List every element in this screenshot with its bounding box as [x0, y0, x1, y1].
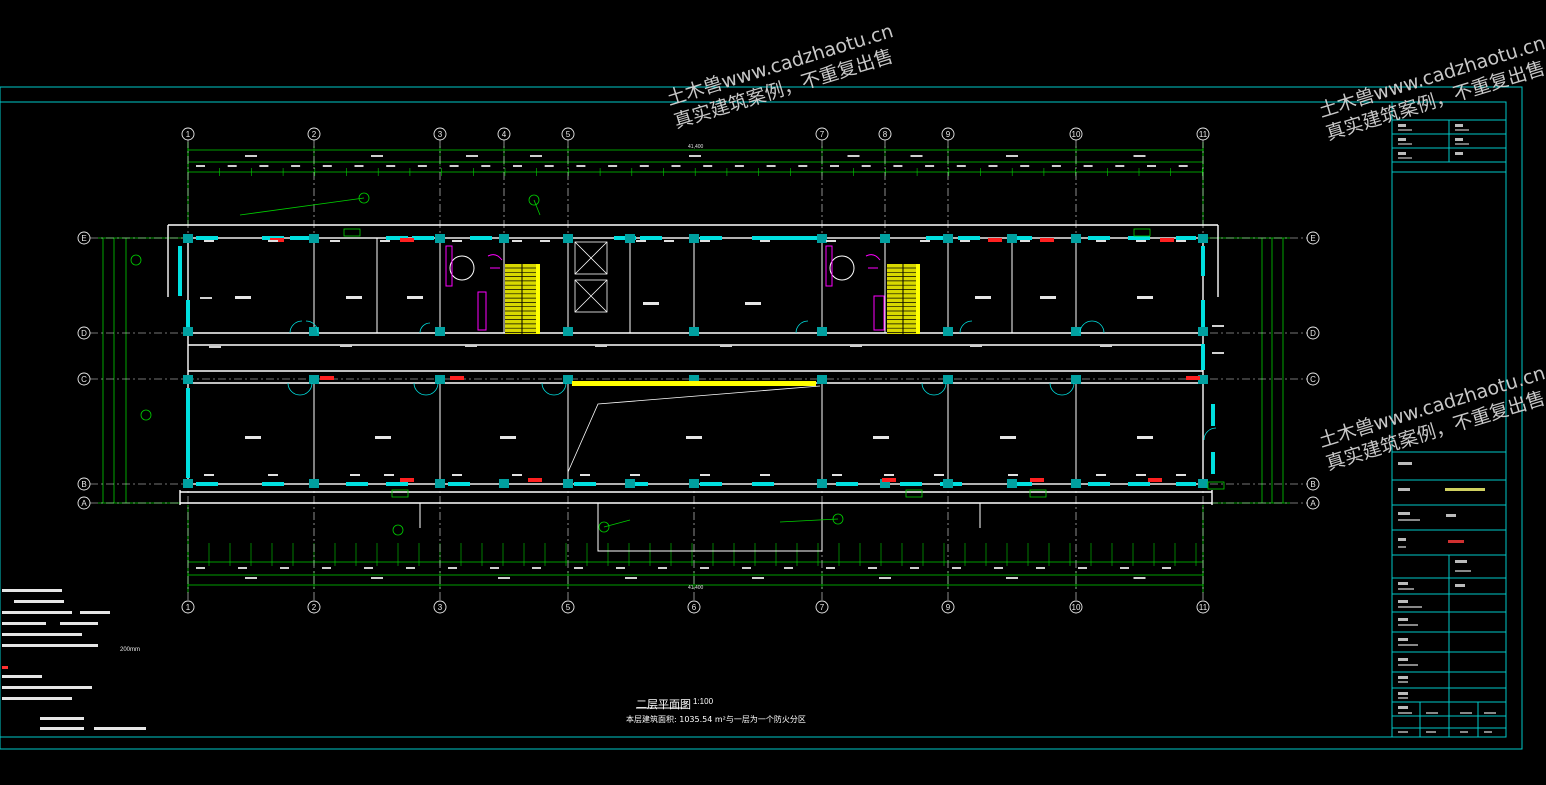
- axis-bubble-label: A: [1310, 499, 1316, 508]
- axis-bubble-label: 2: [312, 603, 317, 612]
- axis-bubble-label: C: [1310, 375, 1316, 384]
- door-swings: [287, 320, 1217, 441]
- top-dimension-ticks: [187, 146, 1204, 176]
- axis-bubble-top: 1: [181, 127, 195, 141]
- axis-bubble-bottom: 5: [561, 600, 575, 614]
- axis-bubble-label: 11: [1199, 603, 1208, 612]
- axis-bubble-top: 11: [1196, 127, 1210, 141]
- bottom-dimensions: [187, 505, 1204, 593]
- axis-bubble-label: 10: [1072, 130, 1081, 139]
- axis-bubble-top: 7: [815, 127, 829, 141]
- axis-bubble-label: C: [81, 375, 87, 384]
- axis-bubble-right: A: [1306, 496, 1320, 510]
- general-notes: [2, 589, 146, 730]
- axis-bubble-left: D: [77, 326, 91, 340]
- axis-bubble-label: 3: [438, 130, 443, 139]
- drawing-title: 二层平面图: [636, 698, 691, 711]
- axis-bubble-left: B: [77, 477, 91, 491]
- staircase-left: [505, 264, 540, 334]
- top-total-dimension: 41,400: [688, 144, 704, 150]
- window-tags: [130, 192, 1225, 536]
- inner-frame: [0, 101, 1507, 738]
- bottom-dimension-ticks: [187, 543, 1204, 589]
- axis-bubble-label: 7: [820, 130, 825, 139]
- axis-bubble-bottom: 9: [941, 600, 955, 614]
- columns: [183, 234, 1208, 488]
- axis-bubble-right: D: [1306, 326, 1320, 340]
- axis-bubble-label: 10: [1072, 603, 1081, 612]
- axis-bubble-top: 10: [1069, 127, 1083, 141]
- axis-bubble-top: 2: [307, 127, 321, 141]
- axis-bubble-label: 2: [312, 130, 317, 139]
- axis-bubble-label: E: [1310, 234, 1315, 243]
- elevator-shafts: [574, 241, 608, 313]
- axis-bubble-bottom: 6: [687, 600, 701, 614]
- axis-bubble-left: A: [77, 496, 91, 510]
- axis-bubble-label: 6: [692, 603, 697, 612]
- axis-bubble-label: 11: [1199, 130, 1208, 139]
- area-note: 本层建筑面积: 1035.54 m²与一层为一个防火分区: [626, 715, 806, 724]
- toilet-fixtures: [445, 245, 885, 331]
- axis-bubble-left: C: [77, 372, 91, 386]
- axis-bubble-top: 8: [878, 127, 892, 141]
- axis-bubble-bottom: 3: [433, 600, 447, 614]
- axis-bubble-bottom: 11: [1196, 600, 1210, 614]
- axis-bubble-top: 4: [497, 127, 511, 141]
- axis-bubble-label: E: [81, 234, 86, 243]
- axis-bubble-label: B: [81, 480, 86, 489]
- axis-bubble-label: D: [81, 329, 87, 338]
- bottom-total-dimension: 41,400: [688, 585, 704, 591]
- axis-bubble-label: A: [81, 499, 87, 508]
- axis-bubble-label: 9: [946, 130, 951, 139]
- note-200mm: 200mm: [120, 647, 140, 653]
- axis-bubble-right: E: [1306, 231, 1320, 245]
- axis-bubble-bottom: 7: [815, 600, 829, 614]
- axis-bubble-label: 3: [438, 603, 443, 612]
- top-dimensions: [187, 142, 1204, 225]
- axis-bubble-right: B: [1306, 477, 1320, 491]
- axis-bubble-bottom: 10: [1069, 600, 1083, 614]
- interior-walls: [313, 238, 1077, 552]
- corridor-yellow-line: [572, 381, 816, 386]
- axis-bubble-label: 1: [186, 603, 191, 612]
- axis-bubble-label: D: [1310, 329, 1316, 338]
- drawing-scale: 1:100: [693, 697, 714, 706]
- axis-bubble-label: 7: [820, 603, 825, 612]
- axis-bubble-right: C: [1306, 372, 1320, 386]
- staircase-right: [887, 264, 920, 334]
- windows: [178, 236, 1215, 486]
- room-labels: [196, 155, 1224, 579]
- axis-bubble-label: 1: [186, 130, 191, 139]
- title-block: [1392, 119, 1506, 737]
- axis-bubble-label: 8: [883, 130, 888, 139]
- axis-bubble-top: 5: [561, 127, 575, 141]
- axis-bubble-label: 4: [502, 130, 507, 139]
- axis-bubble-label: 5: [566, 130, 571, 139]
- red-markers: [270, 238, 1200, 482]
- axis-bubble-bottom: 2: [307, 600, 321, 614]
- axis-bubble-left: E: [77, 231, 91, 245]
- axis-grid-lines: [90, 140, 1308, 600]
- axis-bubble-label: B: [1310, 480, 1315, 489]
- axis-bubble-label: 5: [566, 603, 571, 612]
- axis-bubble-bottom: 1: [181, 600, 195, 614]
- exterior-walls: [167, 224, 1219, 505]
- axis-bubble-top: 9: [941, 127, 955, 141]
- outer-frame: [0, 86, 1523, 750]
- axis-bubble-top: 3: [433, 127, 447, 141]
- axis-bubble-label: 9: [946, 603, 951, 612]
